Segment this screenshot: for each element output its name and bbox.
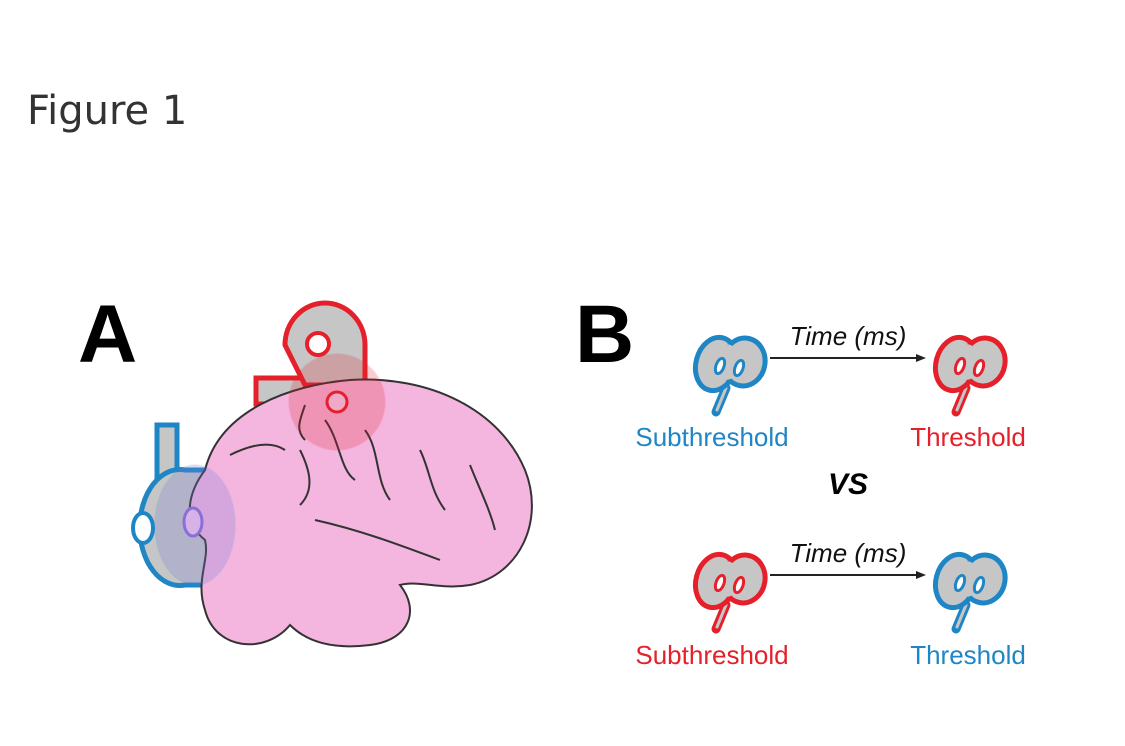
arrowhead-icon: [916, 571, 926, 579]
red-coil-hole: [325, 390, 349, 414]
arrowhead-icon: [916, 354, 926, 362]
blue-coil-hole: [182, 506, 204, 538]
figure-title: Figure 1: [27, 88, 188, 134]
time-label: Time (ms): [790, 321, 907, 351]
panel-b-letter: B: [575, 289, 634, 380]
blue-coil-icon: [930, 550, 1009, 629]
threshold-label: Threshold: [910, 640, 1026, 670]
red-coil-icon: [690, 550, 769, 629]
panel-a-letter: A: [78, 289, 137, 380]
vs-label: VS: [828, 468, 868, 501]
subthreshold-label: Subthreshold: [635, 422, 788, 452]
subthreshold-label: Subthreshold: [635, 640, 788, 670]
red-coil-icon: [930, 333, 1009, 412]
time-label: Time (ms): [790, 538, 907, 568]
blue-coil-icon: [690, 333, 769, 412]
threshold-label: Threshold: [910, 422, 1026, 452]
brain-illustration: [188, 378, 533, 648]
